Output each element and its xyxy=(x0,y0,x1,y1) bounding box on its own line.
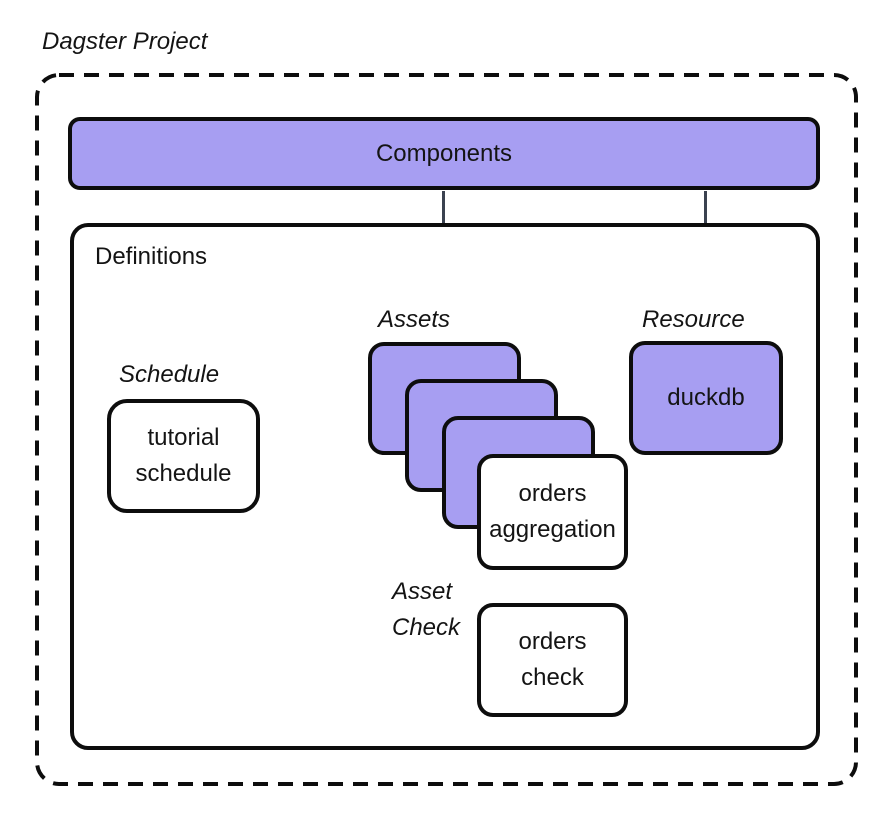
schedule-group-label: Schedule xyxy=(119,361,220,388)
definitions-label: Definitions xyxy=(95,243,208,270)
orders-check-node: orders check xyxy=(477,603,628,717)
orders-check-node-label: orders check xyxy=(518,628,587,691)
resource-group-label: Resource xyxy=(642,306,745,333)
tutorial-schedule-node-label: tutorial schedule xyxy=(135,424,232,487)
orders-aggregation-node: orders aggregation xyxy=(477,454,628,570)
components-bar-label: Components xyxy=(375,139,513,167)
asset-check-group-label: Asset Check xyxy=(392,578,461,641)
duckdb-node-label: duckdb xyxy=(667,384,745,411)
components-bar: Components xyxy=(68,117,820,190)
orders-aggregation-node-label: orders aggregation xyxy=(489,480,616,543)
tutorial-schedule-node: tutorial schedule xyxy=(107,399,260,513)
duckdb-node: duckdb xyxy=(629,341,783,455)
diagram-title: Dagster Project xyxy=(42,28,208,55)
assets-group-label: Assets xyxy=(378,306,451,333)
